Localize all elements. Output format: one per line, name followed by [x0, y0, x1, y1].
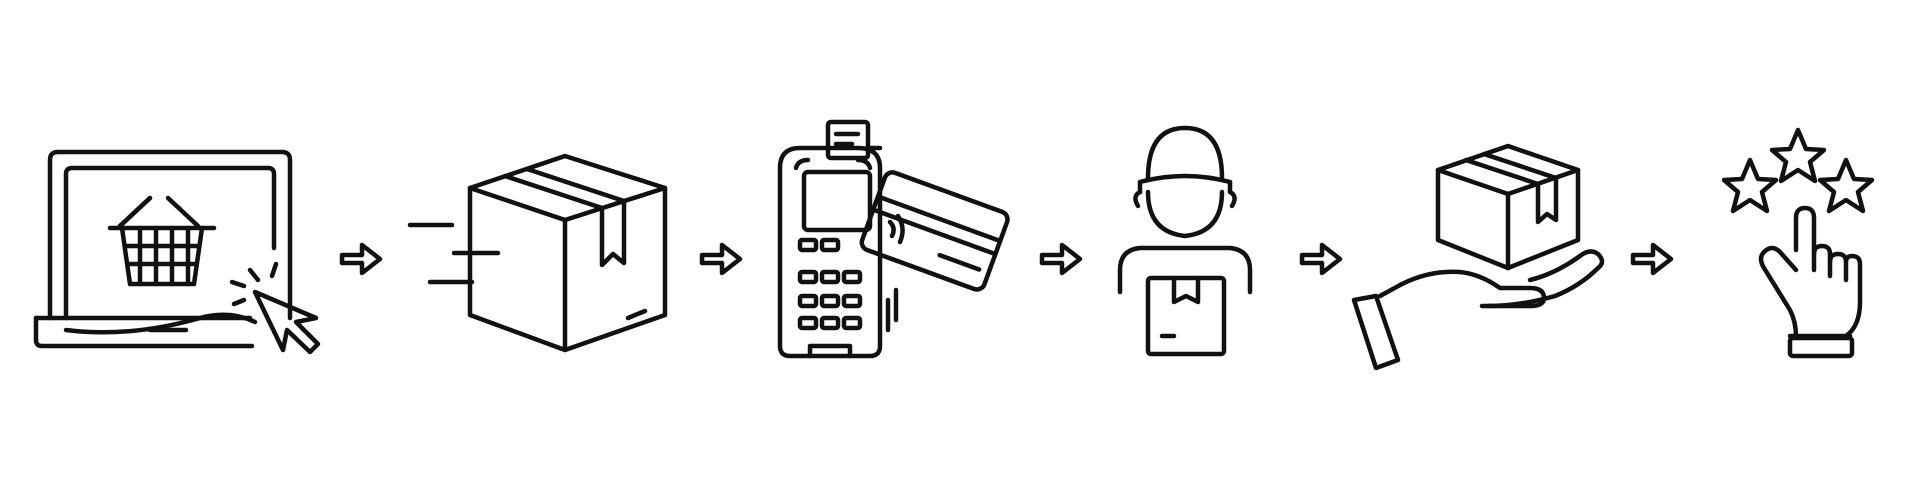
delivery-courier-with-box-icon — [1117, 125, 1253, 357]
star-icon — [1769, 127, 1827, 184]
laptop-shopping-basket-click-icon — [33, 149, 321, 355]
star-icon — [1817, 157, 1875, 214]
arrow-right-icon — [699, 242, 743, 276]
star-rating-hand-pointer-icon — [1721, 127, 1875, 359]
arrow-right-icon — [1630, 242, 1674, 276]
fast-shipping-box-icon — [407, 153, 668, 353]
arrow-right-icon — [1039, 242, 1083, 276]
box-on-hand-icon — [1351, 143, 1605, 371]
star-icon — [1721, 157, 1779, 214]
arrow-right-icon — [339, 242, 383, 276]
pos-terminal-card-payment-icon — [777, 119, 1010, 359]
arrow-right-icon — [1299, 242, 1343, 276]
